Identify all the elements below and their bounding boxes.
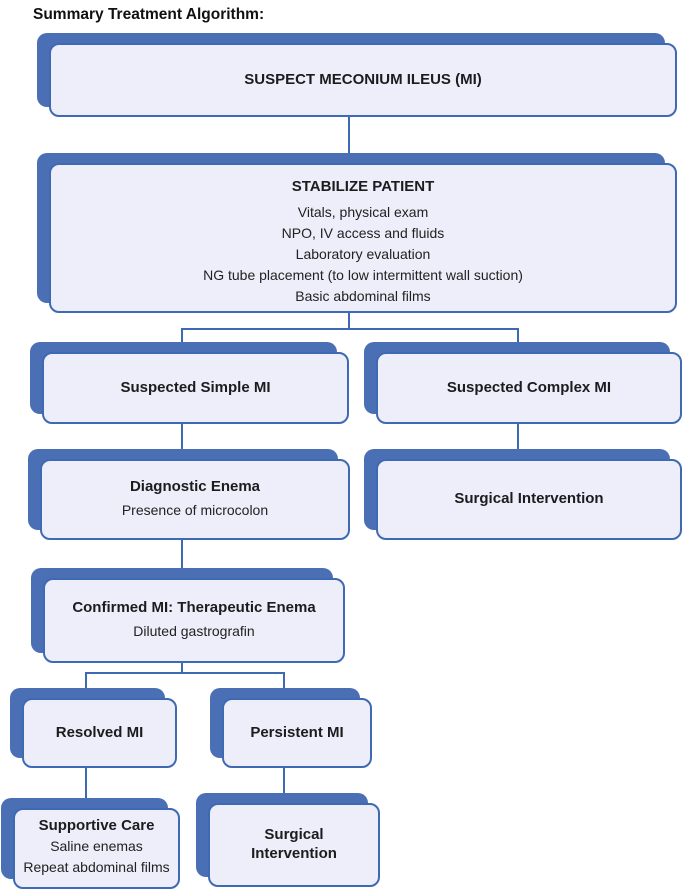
node-title: Diagnostic Enema: [129, 477, 261, 495]
node-persistent-mi-box: Persistent MI: [222, 698, 372, 768]
node-confirmed-mi-therapeutic-enema: Confirmed MI: Therapeutic Enema Diluted …: [31, 568, 345, 663]
connector-diagnostic-to-confirmed: [181, 540, 183, 569]
node-title: Surgical Intervention: [454, 490, 604, 508]
connector-complex-to-surgical: [517, 424, 519, 450]
node-diagnostic-enema: Diagnostic Enema Presence of microcolon: [28, 449, 350, 540]
connector-simple-to-diagnostic: [181, 424, 183, 450]
connector-drop-persistent: [283, 672, 285, 689]
node-suspect-mi-box: SUSPECT MECONIUM ILEUS (MI): [49, 43, 677, 117]
connector-split-resolved-persistent: [85, 672, 285, 674]
connector-drop-complex: [517, 328, 519, 344]
node-diagnostic-enema-box: Diagnostic Enema Presence of microcolon: [40, 459, 350, 540]
node-suspected-complex-mi: Suspected Complex MI: [364, 342, 682, 424]
node-suspected-simple-mi-box: Suspected Simple MI: [42, 352, 349, 424]
connector-confirmed-stub: [181, 663, 183, 674]
node-line: Laboratory evaluation: [295, 245, 431, 262]
node-persistent-mi: Persistent MI: [210, 688, 372, 768]
node-title: Supportive Care: [38, 817, 155, 834]
node-line: Saline enemas: [50, 837, 143, 854]
node-surgical-intervention-complex-box: Surgical Intervention: [376, 459, 682, 540]
node-subtitle: Presence of microcolon: [121, 502, 269, 519]
node-suspected-complex-mi-box: Suspected Complex MI: [376, 352, 682, 424]
node-surgical-intervention-persistent-box: Surgical Intervention: [208, 803, 380, 887]
node-confirmed-mi-box: Confirmed MI: Therapeutic Enema Diluted …: [43, 578, 345, 663]
connector-suspect-to-stabilize: [348, 117, 350, 153]
node-title: Resolved MI: [55, 723, 144, 741]
node-suspect-mi: SUSPECT MECONIUM ILEUS (MI): [37, 33, 677, 117]
node-supportive-care-box: Supportive Care Saline enemas Repeat abd…: [13, 808, 180, 889]
node-title: Surgical Intervention: [251, 826, 337, 862]
node-stabilize-patient-box: STABILIZE PATIENT Vitals, physical exam …: [49, 163, 677, 313]
node-subtitle: Diluted gastrografin: [133, 623, 255, 640]
node-line: Basic abdominal films: [295, 287, 431, 304]
node-title: Suspected Simple MI: [120, 378, 271, 396]
node-line: NPO, IV access and fluids: [281, 224, 445, 241]
connector-persistent-to-surgical: [283, 768, 285, 794]
node-surgical-intervention-persistent: Surgical Intervention: [196, 793, 380, 887]
connector-drop-simple: [181, 328, 183, 344]
connector-drop-resolved: [85, 672, 87, 689]
node-line: Repeat abdominal films: [23, 858, 170, 875]
node-suspected-simple-mi: Suspected Simple MI: [30, 342, 349, 424]
node-title: STABILIZE PATIENT: [291, 178, 435, 195]
node-title: Confirmed MI: Therapeutic Enema: [72, 598, 316, 616]
node-supportive-care: Supportive Care Saline enemas Repeat abd…: [1, 798, 180, 889]
node-surgical-intervention-complex: Surgical Intervention: [364, 449, 682, 540]
node-line: NG tube placement (to low intermittent w…: [203, 266, 523, 283]
connector-resolved-to-supportive: [85, 768, 87, 799]
node-title: SUSPECT MECONIUM ILEUS (MI): [244, 70, 482, 88]
connector-split-simple-complex: [181, 328, 519, 330]
node-title: Suspected Complex MI: [446, 378, 612, 396]
figure-title: Summary Treatment Algorithm:: [33, 6, 265, 23]
node-title: Persistent MI: [250, 723, 344, 741]
node-stabilize-patient: STABILIZE PATIENT Vitals, physical exam …: [37, 153, 677, 313]
connector-stabilize-stub: [348, 313, 350, 330]
node-line: Vitals, physical exam: [297, 203, 429, 220]
node-resolved-mi: Resolved MI: [10, 688, 177, 768]
node-resolved-mi-box: Resolved MI: [22, 698, 177, 768]
